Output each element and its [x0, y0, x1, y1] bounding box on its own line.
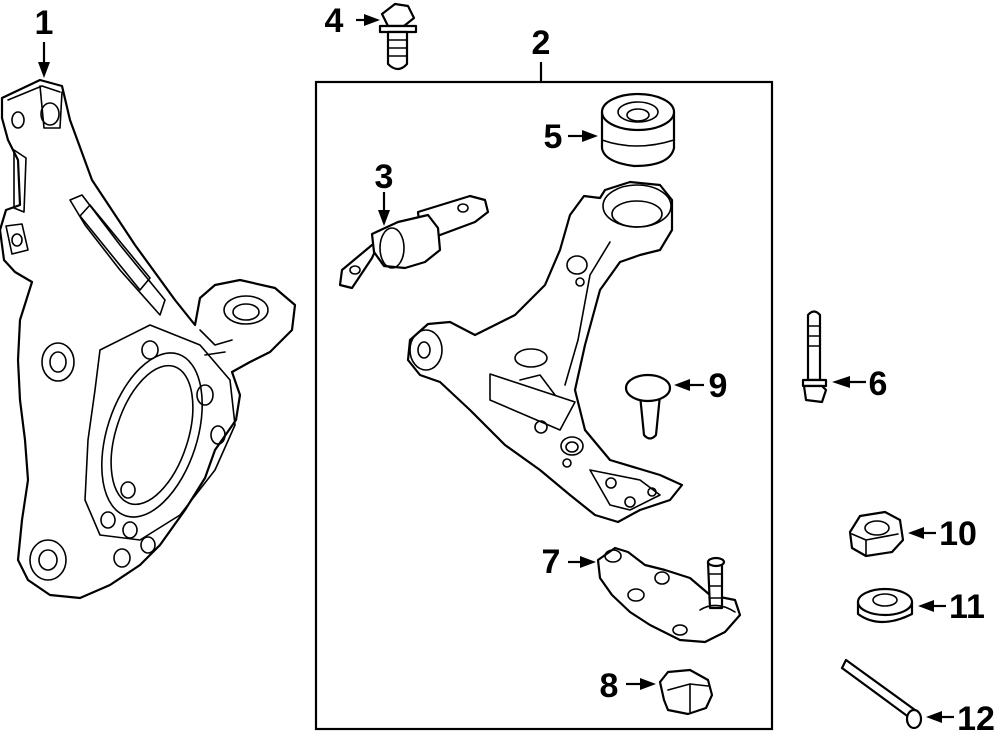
- callout-8: 8: [600, 667, 619, 705]
- plug: [624, 373, 672, 440]
- callout-3: 3: [375, 158, 394, 196]
- cotter-pin: [840, 658, 923, 730]
- callout-4: 4: [325, 2, 344, 40]
- rear-bushing: [600, 92, 676, 168]
- callout-11: 11: [949, 588, 985, 626]
- callout-10: 10: [939, 515, 977, 553]
- callout-9: 9: [709, 367, 728, 405]
- long-bolt: [801, 310, 828, 404]
- hex-nut: [848, 510, 905, 558]
- callout-6: 6: [869, 365, 888, 403]
- bolt-top: [378, 2, 418, 71]
- callout-2: 2: [532, 24, 551, 62]
- callout-5: 5: [544, 118, 563, 156]
- steering-knuckle: [0, 78, 297, 600]
- ball-joint: [596, 546, 742, 644]
- lower-control-arm: [406, 180, 684, 524]
- leader-arrows: [38, 14, 954, 723]
- callout-12: 12: [957, 700, 995, 734]
- flange-nut: [658, 668, 714, 716]
- callout-7: 7: [542, 543, 561, 581]
- washer: [856, 587, 914, 624]
- bushing: [338, 194, 490, 290]
- callout-1: 1: [35, 4, 54, 42]
- assembly-box: [314, 80, 774, 731]
